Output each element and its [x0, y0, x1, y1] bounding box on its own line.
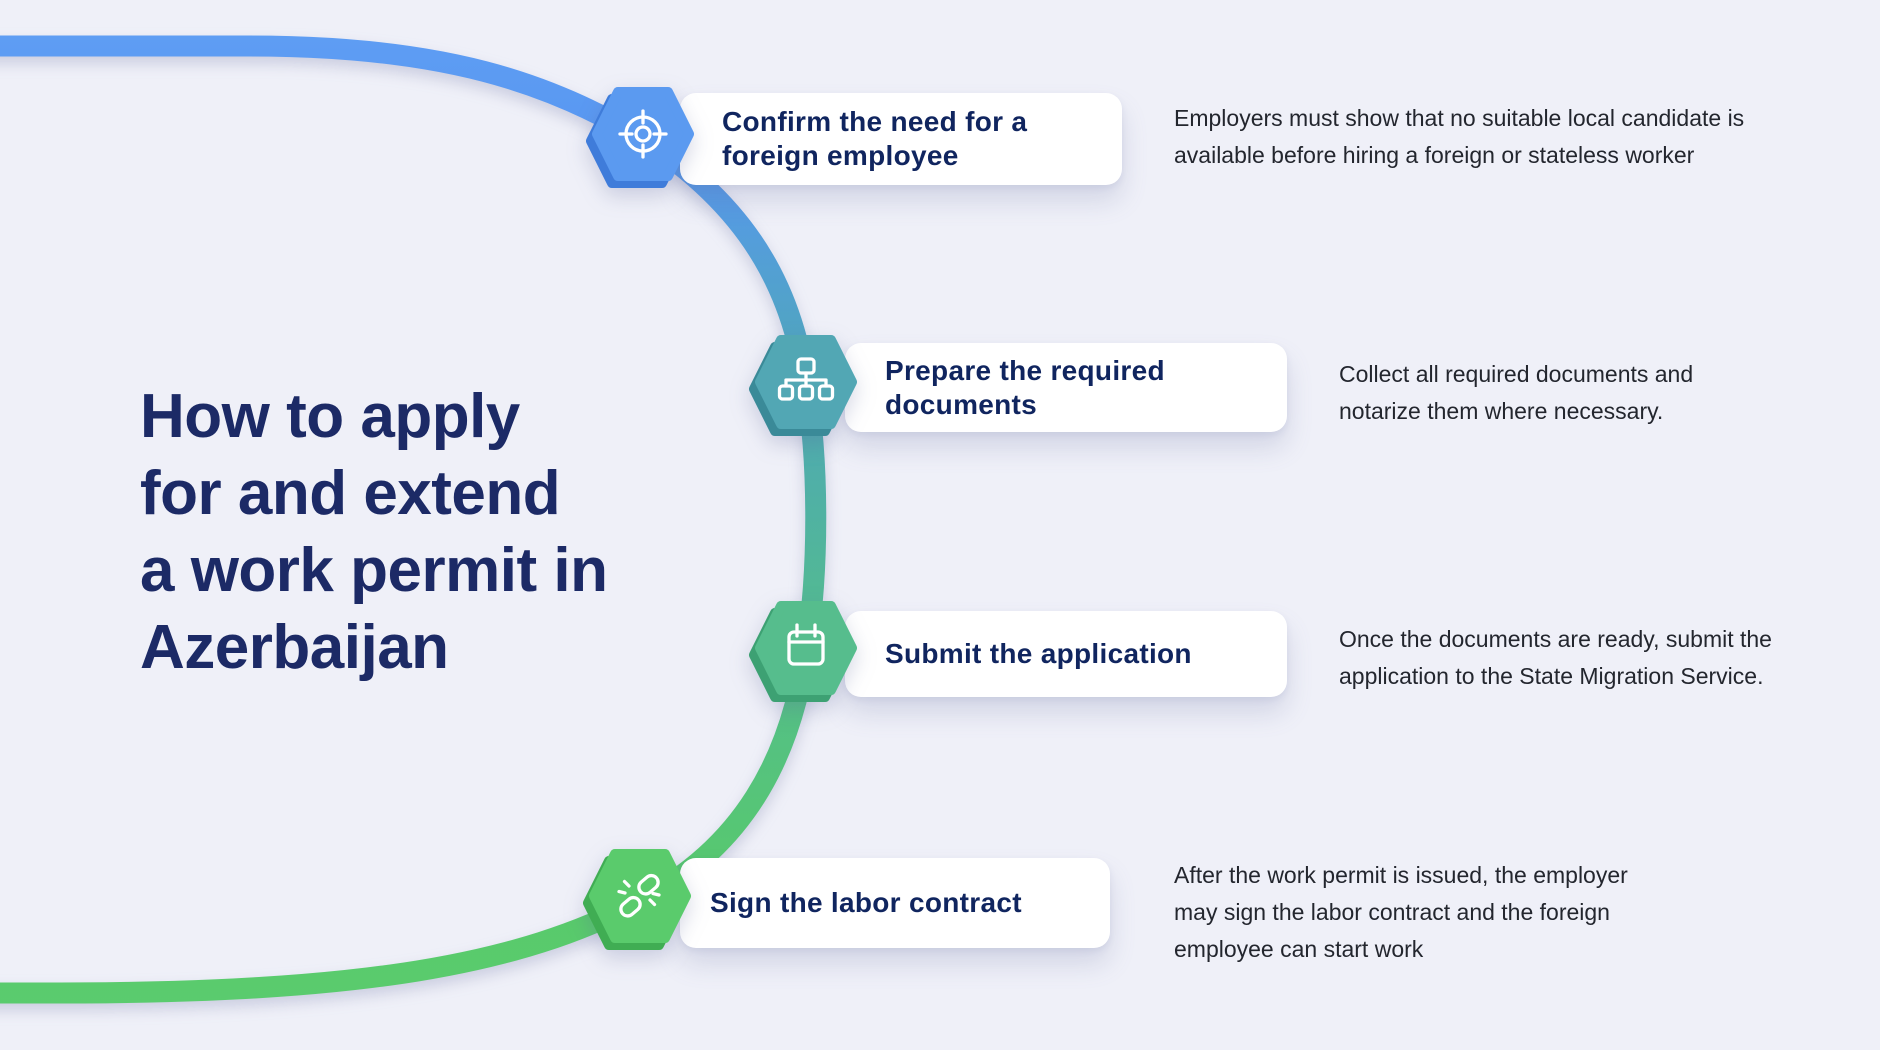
step-2-description: Collect all required documents and notar… — [1339, 356, 1693, 430]
description-line: notarize them where necessary. — [1339, 398, 1664, 424]
step-1-description: Employers must show that no suitable loc… — [1174, 100, 1744, 174]
description-line: Once the documents are ready, submit the — [1339, 626, 1772, 652]
sitemap-icon — [777, 357, 835, 401]
step-2-hexagon — [749, 335, 857, 436]
description-line: After the work permit is issued, the emp… — [1174, 862, 1628, 888]
description-line: available before hiring a foreign or sta… — [1174, 142, 1695, 168]
title-line: How to apply — [140, 382, 520, 451]
title-line: for and extend — [140, 459, 561, 528]
flow-line-path — [0, 35, 827, 1004]
step-3-card: Submit the application — [845, 611, 1287, 697]
step-4-hexagon — [583, 849, 691, 950]
step-3-hexagon — [749, 601, 857, 702]
step-4-label: Sign the labor contract — [710, 887, 1022, 918]
description-line: Collect all required documents and — [1339, 361, 1694, 387]
broken-link-icon — [617, 873, 661, 918]
description-line: may sign the labor contract and the fore… — [1174, 899, 1610, 925]
step-4-description: After the work permit is issued, the emp… — [1174, 857, 1628, 968]
step-1-hexagon — [586, 87, 694, 188]
description-line: employee can start work — [1174, 936, 1424, 962]
step-2-card: Prepare the required documents — [845, 343, 1287, 432]
step-1-label: foreign employee — [722, 140, 959, 171]
step-1-card: Confirm the need for a foreign employee — [680, 93, 1122, 185]
infographic-title: How to apply for and extend a work permi… — [140, 378, 608, 686]
step-2-label: Prepare the required — [885, 354, 1165, 386]
title-line: a work permit in — [140, 536, 608, 605]
step-1-label: Confirm the need for a — [722, 106, 1028, 137]
description-line: Employers must show that no suitable loc… — [1174, 105, 1745, 131]
target-icon — [618, 109, 668, 159]
description-line: application to the State Migration Servi… — [1339, 663, 1764, 689]
step-3-description: Once the documents are ready, submit the… — [1339, 621, 1772, 695]
step-3-label: Submit the application — [885, 638, 1192, 669]
calendar-icon — [787, 623, 825, 666]
step-2-label: documents — [885, 388, 1038, 420]
title-line: Azerbaijan — [140, 613, 449, 682]
step-4-card: Sign the labor contract — [680, 858, 1110, 948]
